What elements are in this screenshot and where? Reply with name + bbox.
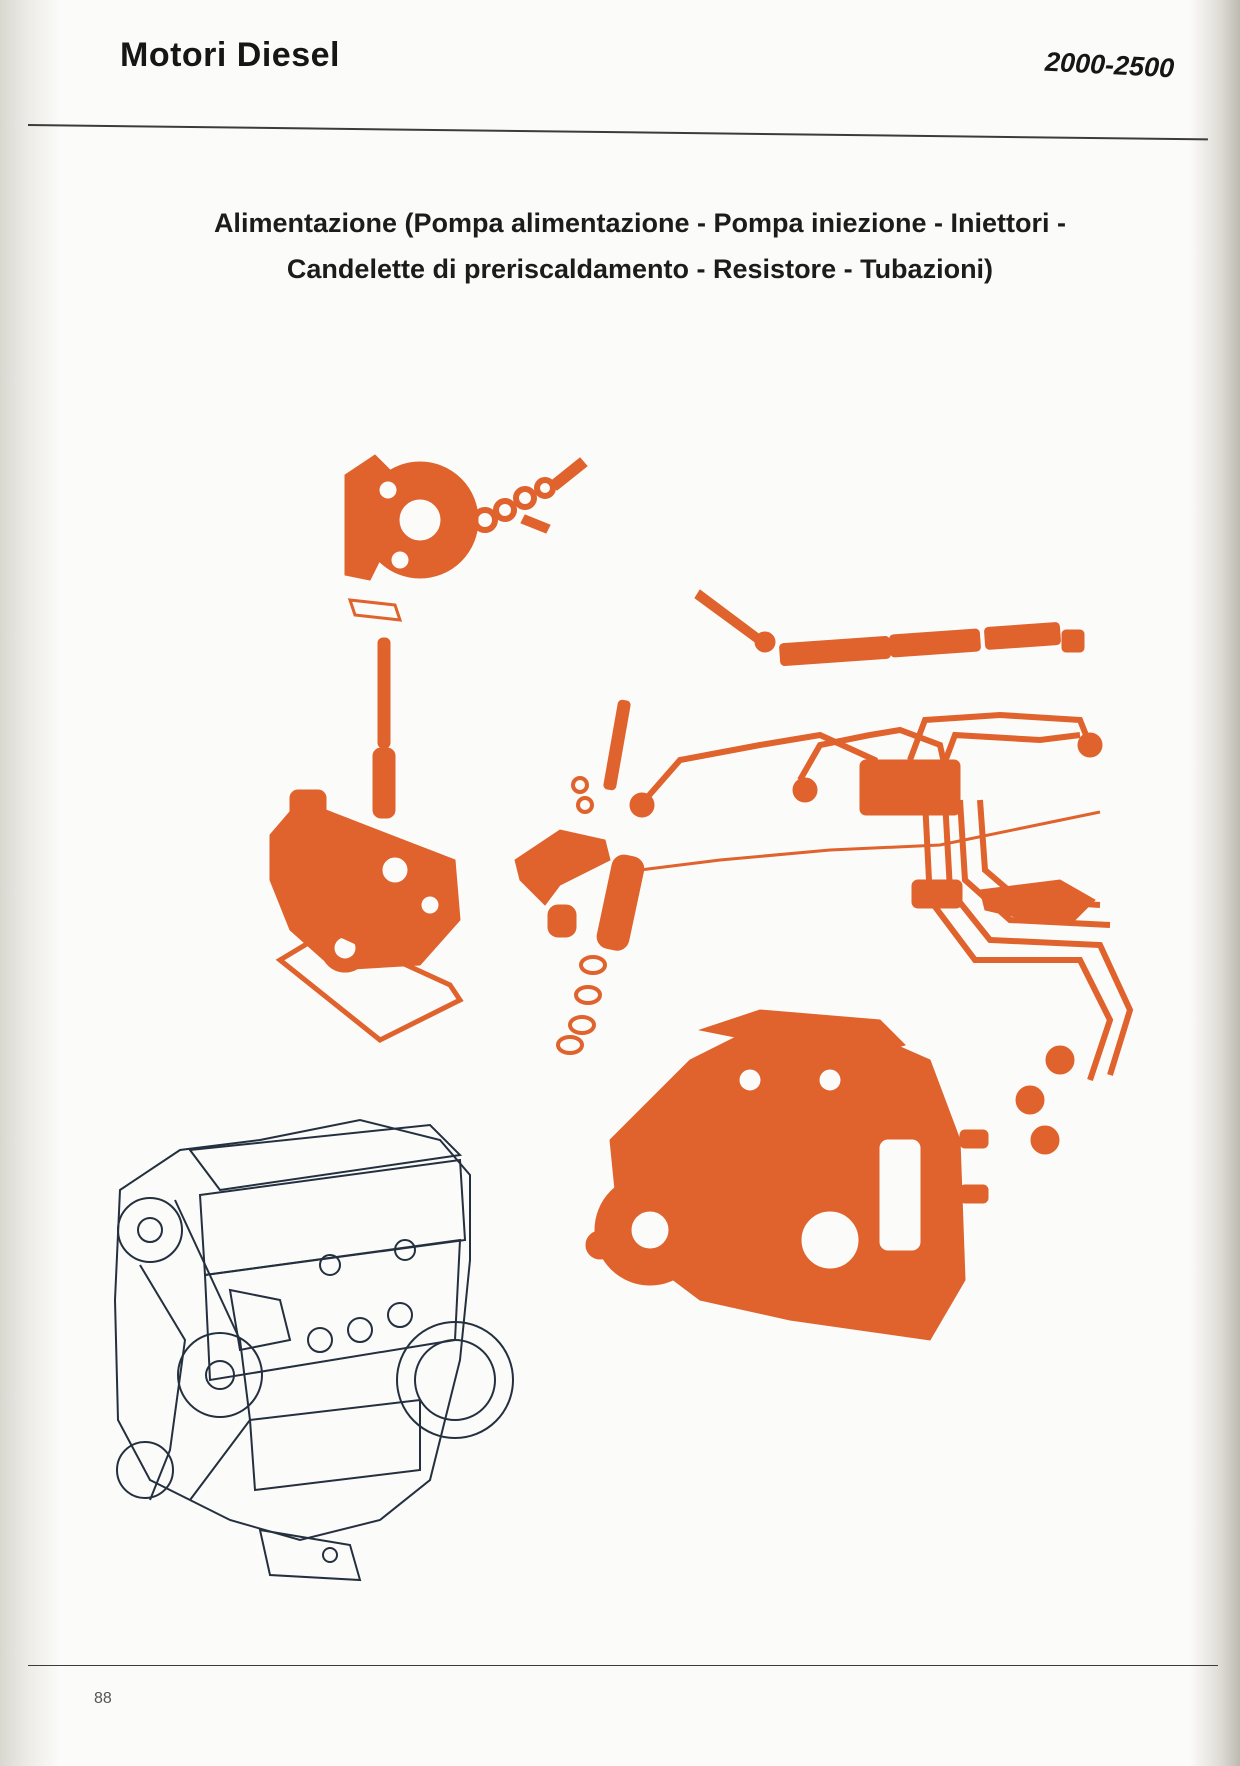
feed-pump-seals (472, 477, 556, 533)
pipe-clamp-lower (911, 879, 963, 909)
push-rod-sleeve (372, 747, 396, 819)
section-title-line-2: Candelette di preriscaldamento - Resisto… (286, 254, 994, 284)
injector-body (596, 854, 645, 951)
section-title-line-1: Alimentazione (Pompa alimentazione - Pom… (213, 208, 1067, 238)
section-title: Alimentazione (Pompa alimentazione - Pom… (150, 200, 1130, 292)
injector-washer-2 (576, 796, 594, 814)
pipe-fittings (629, 732, 1103, 1155)
page-number: 88 (94, 1690, 112, 1707)
fuel-system-parts (269, 454, 1134, 1341)
header-title: Motori Diesel (120, 36, 340, 74)
engine-block-illustration (113, 1118, 514, 1582)
injector-washer-1 (571, 776, 589, 794)
injector-stud (603, 699, 631, 791)
injector-seal-rings (556, 955, 607, 1055)
injection-pump (585, 1009, 989, 1341)
resistor (979, 879, 1096, 926)
pipe-clamp-block (859, 759, 961, 816)
injector-clamp (514, 829, 611, 906)
feed-pump (344, 454, 479, 622)
feed-pump-bolt-2 (520, 514, 551, 534)
leak-off-pipe (639, 810, 1101, 872)
page-binding-shadow (0, 0, 60, 1766)
footer-divider (28, 1665, 1218, 1666)
injector-seat-1 (547, 904, 577, 938)
bracket-gasket (275, 927, 464, 1043)
push-rod (377, 637, 391, 749)
glow-plug (694, 589, 776, 653)
page-edge-shadow (1190, 0, 1240, 1766)
feed-pump-bolt-1 (549, 457, 588, 491)
pump-support-bracket (269, 789, 461, 973)
glow-plug-busbar (779, 622, 1085, 667)
